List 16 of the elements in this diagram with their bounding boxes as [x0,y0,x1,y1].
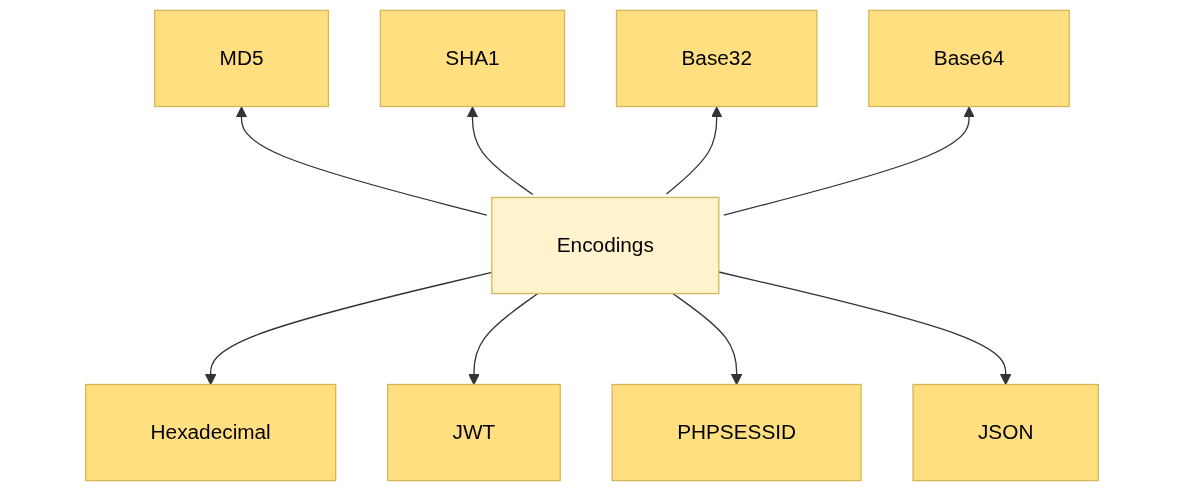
node-box: SHA1 [379,9,566,108]
arrow [723,106,975,216]
node-box: Base32 [615,9,818,108]
arrow [665,106,723,195]
node-box: MD5 [154,9,330,108]
node-box: Encodings [491,196,720,295]
node-box: Hexadecimal [85,383,337,482]
arrow [718,271,1012,385]
node-box: Base64 [868,9,1070,108]
node-box: JSON [912,383,1099,482]
arrow [468,292,539,385]
node-box: PHPSESSID [611,383,862,482]
arrow [235,106,488,216]
arrow [672,292,743,385]
node-box: JWT [387,383,561,482]
arrow [466,106,534,196]
